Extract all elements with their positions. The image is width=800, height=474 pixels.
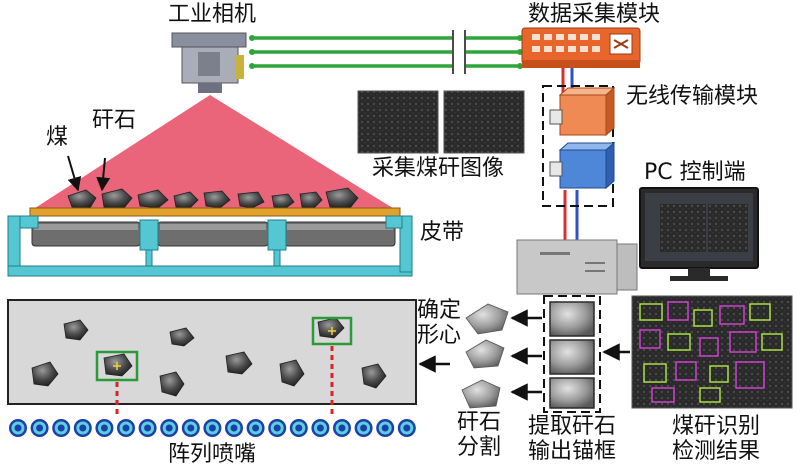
nozzle-icon [30, 419, 49, 437]
label-extract-anchor: 提取矸石输出锚框 [527, 414, 616, 465]
network-switch-icon [521, 27, 641, 68]
nozzle-icon [225, 419, 243, 437]
anchor-frame-group [543, 295, 601, 413]
nozzle-icon [9, 419, 27, 437]
nozzle-icon [203, 419, 222, 437]
pc-unit [516, 239, 638, 295]
anchor-frame-crops [549, 301, 595, 409]
jet-lines [115, 346, 334, 418]
conveyor-belt [7, 207, 413, 277]
pc-monitor-icon [639, 187, 759, 281]
nozzle-icon [246, 419, 265, 437]
nozzle-row [9, 419, 416, 437]
label-nozzle-array: 阵列喷嘴 [168, 442, 257, 467]
nozzle-icon [333, 419, 351, 437]
coal-pointer-arrow [67, 155, 82, 192]
nozzle-icon [181, 419, 200, 437]
coal-image-2 [443, 90, 525, 154]
sorting-belt-view [7, 299, 417, 405]
label-collect-images: 采集煤矸图像 [372, 156, 505, 181]
nozzle-icon [289, 419, 308, 437]
line-break-mark [452, 30, 466, 74]
industrial-camera-icon [171, 32, 247, 93]
light-cone [32, 95, 396, 210]
nozzle-icon [160, 419, 179, 437]
nozzle-icon [52, 419, 71, 437]
label-pc-control: PC 控制端 [644, 160, 746, 185]
label-belt: 皮带 [420, 220, 465, 245]
rocks-sorting [31, 317, 387, 397]
gangue-pointer-arrow [96, 157, 111, 192]
nozzle-icon [397, 419, 416, 437]
detection-result-image [631, 295, 793, 409]
nozzle-icon [376, 419, 395, 437]
label-industrial-camera: 工业相机 [168, 2, 257, 27]
anchor-box-2 [311, 316, 353, 346]
wireless-module-icon [549, 86, 616, 190]
signal-lines [252, 36, 520, 68]
rocks-on-belt [67, 187, 359, 209]
nozzle-icon [95, 419, 114, 437]
anchor-to-rock-arrows [510, 309, 542, 401]
label-gangue-segment: 矸石分割 [456, 410, 501, 461]
label-coal: 煤 [46, 125, 69, 150]
nozzle-icon [268, 419, 287, 437]
nozzle-icon [354, 419, 373, 437]
segmented-rocks [461, 303, 509, 409]
label-daq-module: 数据采集模块 [528, 2, 661, 27]
label-gangue: 矸石 [92, 108, 137, 133]
centroid-marks [113, 327, 336, 370]
nozzle-icon [117, 419, 135, 437]
label-wireless-module: 无线传输模块 [626, 84, 759, 109]
label-detection-result: 煤矸识别检测结果 [671, 414, 760, 465]
nozzle-icon [73, 419, 92, 437]
nozzle-icon [311, 419, 330, 437]
nozzle-icon [138, 419, 157, 437]
anchor-box-1 [95, 350, 139, 382]
label-determine-centroid: 确定形心 [416, 298, 461, 349]
coal-image-1 [357, 90, 439, 154]
